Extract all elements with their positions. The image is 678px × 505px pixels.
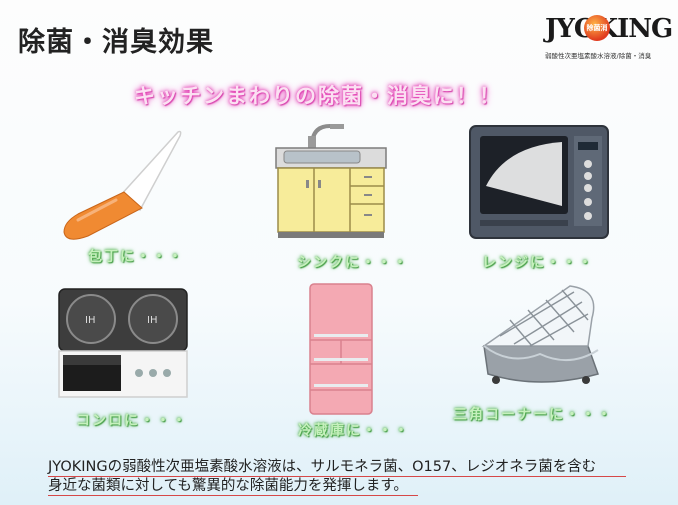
- microwave-icon: [469, 125, 609, 239]
- page-title: 除菌・消臭効果: [18, 27, 214, 58]
- knife-item: [58, 128, 188, 247]
- caption-microwave: レンジに・・・: [482, 255, 594, 271]
- logo-tagline: 弱酸性次亜塩素酸水溶液/除菌・消臭: [545, 52, 652, 60]
- description-line-1: JYOKINGの弱酸性次亜塩素酸水溶液は、サルモネラ菌、O157、レジオネラ菌を…: [48, 459, 597, 475]
- caption-stove: コンロに・・・: [76, 413, 188, 429]
- description-line-2: 身近な菌類に対しても驚異的な除菌能力を発揮します。: [48, 478, 408, 494]
- logo-badge: 除菌消臭: [584, 15, 610, 58]
- kitchen-banner: キッチンまわりの除菌・消臭に！！: [134, 84, 502, 108]
- caption-knife: 包丁に・・・: [88, 249, 184, 265]
- caption-corner-basket: 三角コーナーに・・・: [453, 407, 613, 423]
- stove-icon: IH IH: [58, 288, 188, 398]
- caption-refrigerator: 冷蔵庫に・・・: [298, 423, 410, 439]
- sink-item: [272, 120, 392, 246]
- description-text: JYOKINGの弱酸性次亜塩素酸水溶液は、サルモネラ菌、O157、レジオネラ菌を…: [48, 458, 648, 496]
- underline-1: [48, 476, 626, 477]
- caption-sink: シンクに・・・: [297, 255, 409, 271]
- underline-2: [48, 495, 418, 496]
- sink-cabinet-icon: [275, 124, 387, 238]
- kitchen-knife-icon: [63, 130, 182, 240]
- svg-text:IH: IH: [85, 315, 95, 326]
- refrigerator-item: [306, 282, 376, 422]
- sink-corner-basket-icon: [481, 285, 599, 384]
- stove-item: IH IH: [55, 285, 195, 409]
- brand-logo: JYOKING 除菌消臭 弱酸性次亜塩素酸水溶液/除菌・消臭: [545, 12, 673, 64]
- svg-text:IH: IH: [147, 315, 157, 326]
- microwave-item: [466, 124, 616, 248]
- corner-basket-item: [470, 280, 610, 396]
- refrigerator-icon: [309, 283, 373, 415]
